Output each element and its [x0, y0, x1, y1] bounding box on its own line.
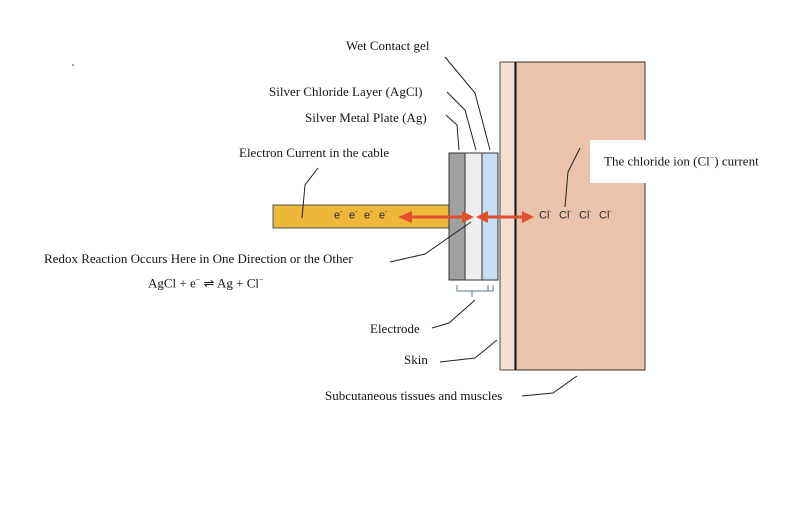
- stray-dot: [72, 64, 74, 66]
- chloride-current-leader: [564, 147, 581, 208]
- redox-leader: [389, 221, 472, 263]
- chloride-label-sup: −: [709, 153, 715, 162]
- electron-symbol: e-: [349, 209, 358, 222]
- silver-metal-plate-label: Silver Metal Plate (Ag): [305, 110, 427, 125]
- chloride-ion-symbol: Cl-: [559, 209, 572, 222]
- chloride-label-background: [590, 140, 800, 183]
- electrode-label: Electrode: [370, 321, 420, 336]
- skin-leader: [439, 339, 498, 363]
- tissue-leader: [521, 375, 578, 397]
- electron-current-leader: [301, 167, 319, 219]
- redox-equation: AgCl + e− ⇌ Ag + Cl−: [148, 275, 264, 291]
- electron-current-arrow: [398, 211, 474, 223]
- silver-chloride-layer-label: Silver Chloride Layer (AgCl): [269, 84, 423, 99]
- chloride-ion-symbol: Cl-: [539, 209, 552, 222]
- equilibrium-arrow-icon: ⇌: [200, 275, 217, 291]
- chloride-ion-symbol: Cl-: [579, 209, 592, 222]
- wet-contact-gel-label: Wet Contact gel: [346, 38, 430, 53]
- ag-plate-leader: [445, 114, 460, 151]
- ion-current-arrow: [476, 211, 534, 223]
- chloride-label-prefix: The chloride ion (Cl: [604, 153, 710, 169]
- electron-symbol: e-: [334, 209, 343, 222]
- electrode-leader: [431, 299, 476, 329]
- chloride-label-suffix: ) current: [714, 153, 759, 169]
- electron-symbol: e-: [364, 209, 373, 222]
- wet-gel-leader: [444, 56, 491, 151]
- redox-reaction-label: Redox Reaction Occurs Here in One Direct…: [44, 251, 353, 266]
- electron-symbol: e-: [379, 209, 388, 222]
- chloride-ion-symbol: Cl-: [599, 209, 612, 222]
- skin-label: Skin: [404, 352, 428, 367]
- equation-right: Ag + Cl: [216, 275, 259, 291]
- equation-sup2: −: [259, 275, 264, 284]
- electrode-bracket: [456, 285, 494, 297]
- tissue-label: Subcutaneous tissues and muscles: [325, 388, 503, 403]
- chloride-current-label: The chloride ion (Cl−) current: [604, 153, 759, 169]
- equation-sup1: −: [195, 275, 201, 284]
- electron-current-label: Electron Current in the cable: [239, 145, 390, 160]
- equation-left: AgCl + e: [148, 275, 196, 291]
- agcl-leader: [446, 91, 477, 151]
